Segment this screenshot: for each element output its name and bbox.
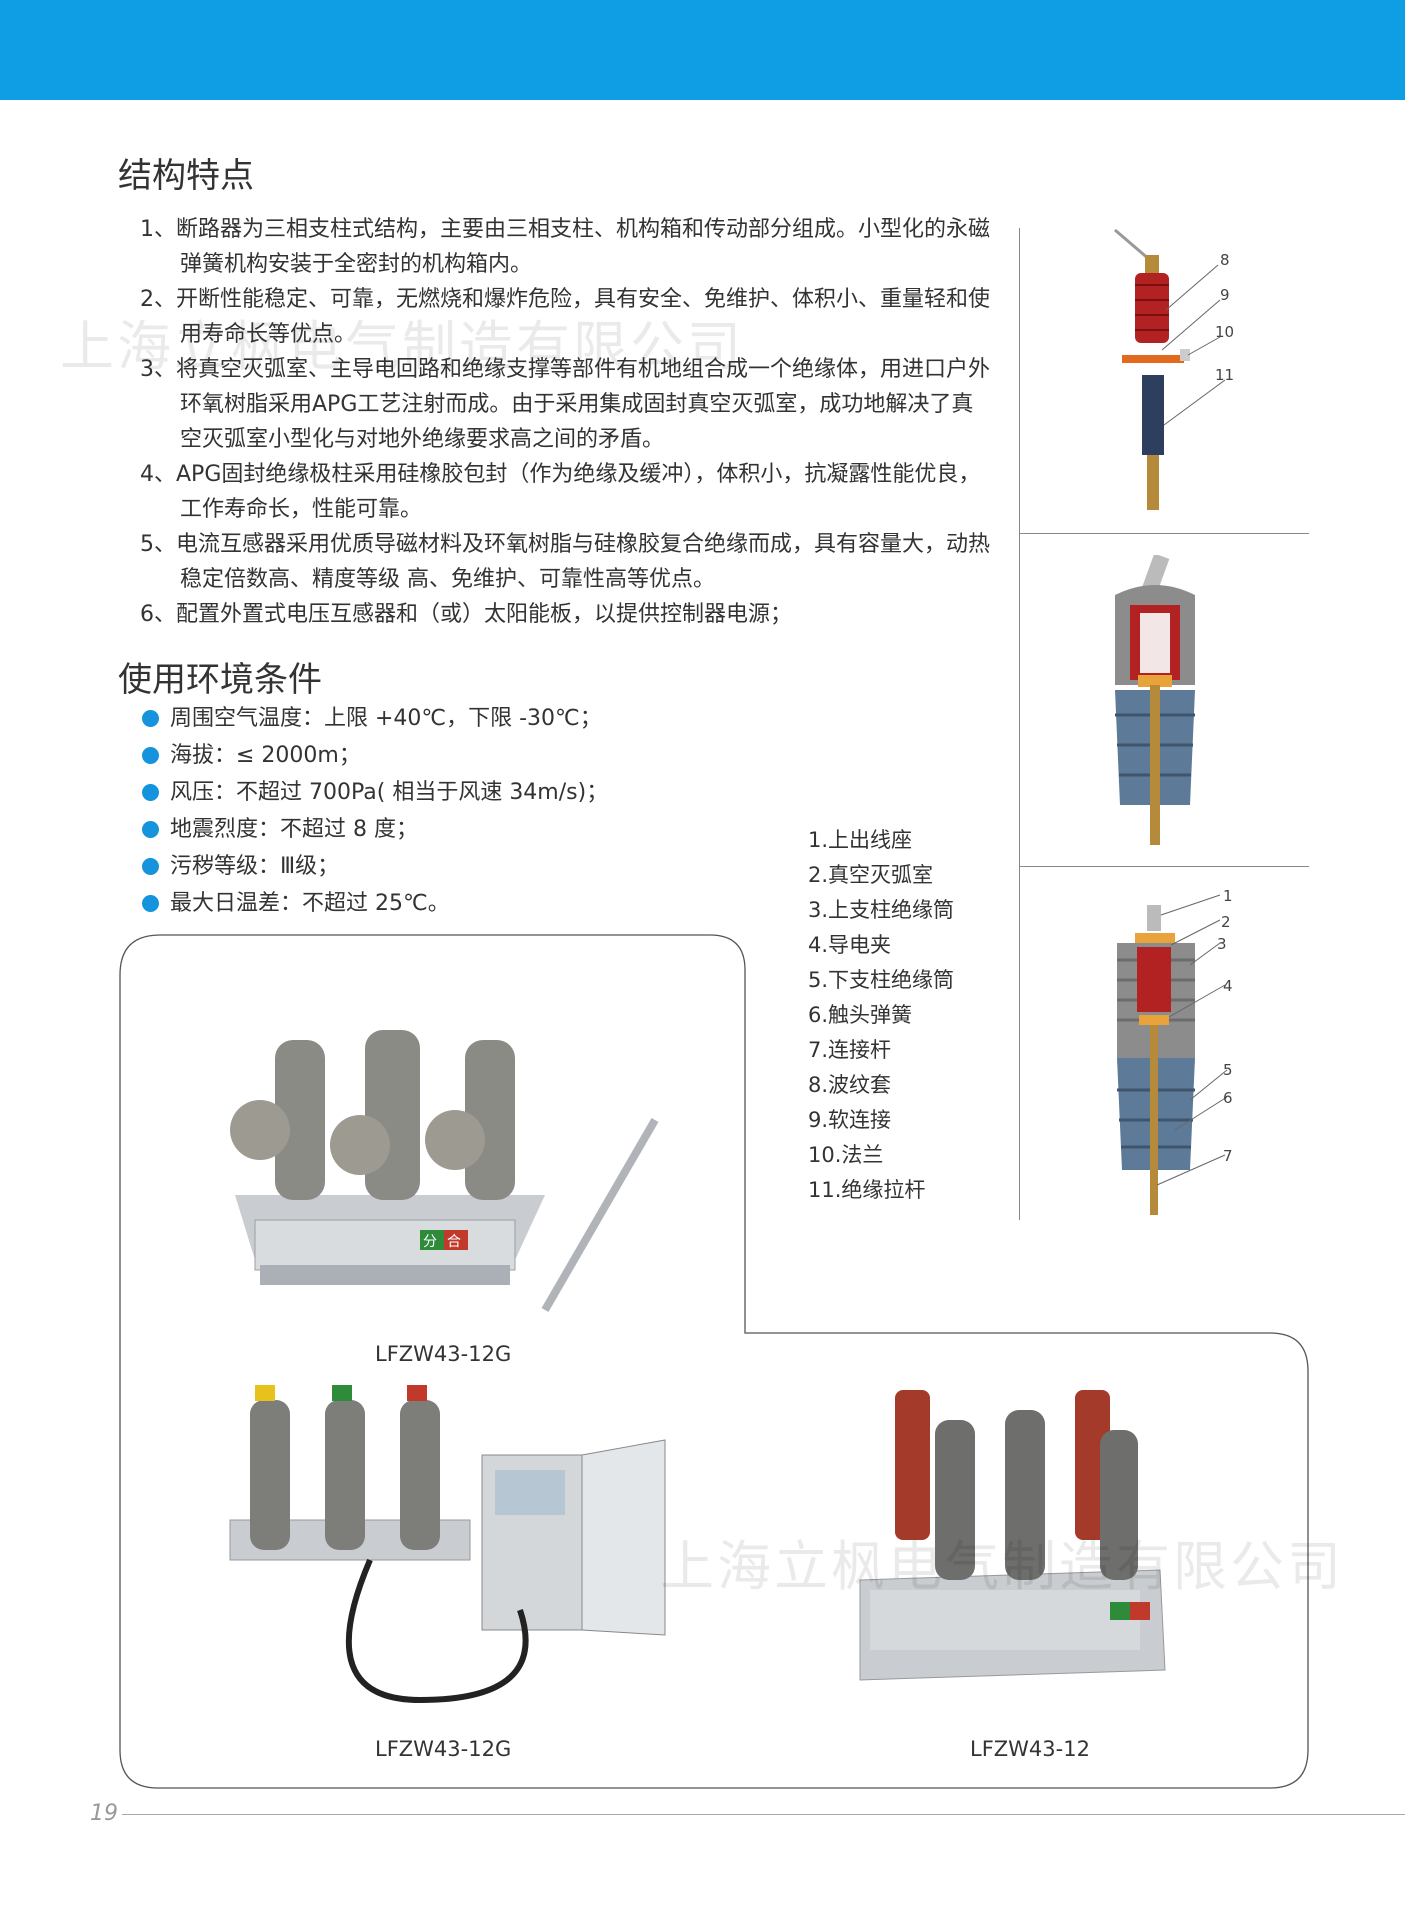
bullet-icon	[142, 747, 159, 764]
product-caption: LFZW43-12G	[375, 1342, 512, 1366]
env-item-text: 周围空气温度：上限 +40℃，下限 -30℃；	[170, 706, 602, 731]
breaker-with-controller-photo	[229, 1385, 666, 1704]
parts-legend-item: 8.波纹套	[808, 1073, 892, 1097]
parts-legend-item: 7.连接杆	[808, 1038, 892, 1062]
product-caption: LFZW43-12	[970, 1737, 1090, 1761]
right-divider	[1019, 228, 1020, 1220]
feature-item: 4、APG固封绝缘极柱采用硅橡胶包封（作为绝缘及缓冲），体积小，抗凝露性能优良，…	[140, 462, 981, 522]
callout-label: 5	[1223, 1061, 1233, 1079]
section-title-structure: 结构特点	[118, 156, 254, 196]
feature-item: 2、开断性能稳定、可靠，无燃烧和爆炸危险，具有安全、免维护、体积小、重量轻和使用…	[140, 287, 990, 347]
footer-rule	[122, 1814, 1405, 1815]
bullet-icon	[142, 821, 159, 838]
feature-item: 6、配置外置式电压互感器和（或）太阳能板，以提供控制器电源；	[140, 602, 792, 627]
callout-label: 11	[1215, 366, 1234, 384]
breaker-photo-lfzw43-12g: 分 合	[230, 1030, 659, 1313]
callout-label: 3	[1217, 935, 1227, 953]
callout-label: 1	[1223, 887, 1233, 905]
panel-label: 合	[447, 1234, 461, 1250]
parts-legend-item: 11.绝缘拉杆	[808, 1178, 926, 1202]
env-item-text: 最大日温差：不超过 25℃。	[170, 891, 450, 916]
bullet-icon	[142, 895, 159, 912]
watermark-bottom: 上海立枫电气制造有限公司	[660, 1535, 1344, 1598]
parts-legend-item: 10.法兰	[808, 1143, 884, 1167]
bullet-icon	[142, 784, 159, 801]
feature-item: 5、电流互感器采用优质导磁材料及环氧树脂与硅橡胶复合绝缘而成，具有容量大，动热稳…	[140, 532, 990, 592]
callout-label: 6	[1223, 1089, 1233, 1107]
parts-legend-item: 4.导电夹	[808, 933, 892, 957]
parts-legend-item: 2.真空灭弧室	[808, 863, 934, 887]
env-item: 地震烈度：不超过 8 度；	[140, 811, 760, 848]
bullet-icon	[142, 858, 159, 875]
breaker-photo-lfzw43-12	[859, 1390, 1166, 1681]
environment-conditions-list: 周围空气温度：上限 +40℃，下限 -30℃； 海拔：≤ 2000m； 风压：不…	[140, 700, 760, 922]
diagram-separator	[1019, 866, 1309, 867]
parts-legend-item: 9.软连接	[808, 1108, 892, 1132]
env-item-text: 地震烈度：不超过 8 度；	[170, 817, 418, 842]
callout-label: 7	[1223, 1147, 1233, 1165]
env-item: 海拔：≤ 2000m；	[140, 737, 760, 774]
callout-label: 9	[1220, 286, 1230, 304]
parts-legend-item: 1.上出线座	[808, 828, 913, 852]
page-number: 19	[90, 1801, 118, 1826]
watermark-top: 上海立枫电气制造有限公司	[60, 315, 744, 378]
env-item-text: 污秽等级：Ⅲ级；	[170, 854, 340, 879]
callout-label: 10	[1215, 323, 1234, 341]
env-item: 风压：不超过 700Pa( 相当于风速 34m/s)；	[140, 774, 760, 811]
env-item: 最大日温差：不超过 25℃。	[140, 885, 760, 922]
callout-label: 4	[1223, 977, 1233, 995]
parts-legend: 1.上出线座 2.真空灭弧室 3.上支柱绝缘筒 4.导电夹 5.下支柱绝缘筒 6…	[808, 823, 954, 1208]
callout-label: 2	[1221, 913, 1231, 931]
callout-label: 8	[1220, 251, 1230, 269]
labeled-pole-diagram: 1 2 3 4 5 6 7	[1117, 887, 1233, 1215]
env-item: 污秽等级：Ⅲ级；	[140, 848, 760, 885]
feature-item: 3、将真空灭弧室、主导电回路和绝缘支撑等部件有机地组合成一个绝缘体，用进口户外环…	[140, 357, 990, 452]
env-item-text: 风压：不超过 700Pa( 相当于风速 34m/s)；	[170, 780, 609, 805]
feature-item: 1、断路器为三相支柱式结构，主要由三相支柱、机构箱和传动部分组成。小型化的永磁弹…	[140, 217, 990, 277]
product-caption: LFZW43-12G	[375, 1737, 512, 1761]
section-title-environment: 使用环境条件	[118, 660, 322, 700]
diagram-separator	[1019, 533, 1309, 534]
pole-section-diagram	[1115, 555, 1195, 845]
parts-legend-item: 5.下支柱绝缘筒	[808, 968, 955, 992]
env-item: 周围空气温度：上限 +40℃，下限 -30℃；	[140, 700, 760, 737]
parts-legend-item: 3.上支柱绝缘筒	[808, 898, 955, 922]
panel-label: 分	[423, 1234, 437, 1250]
structure-feature-list: 1、断路器为三相支柱式结构，主要由三相支柱、机构箱和传动部分组成。小型化的永磁弹…	[140, 212, 990, 632]
header-bar	[0, 0, 1405, 100]
bellows-assembly-diagram: 8 9 10 11	[1114, 228, 1234, 510]
bullet-icon	[142, 710, 159, 727]
parts-legend-item: 6.触头弹簧	[808, 1003, 913, 1027]
env-item-text: 海拔：≤ 2000m；	[170, 743, 361, 768]
